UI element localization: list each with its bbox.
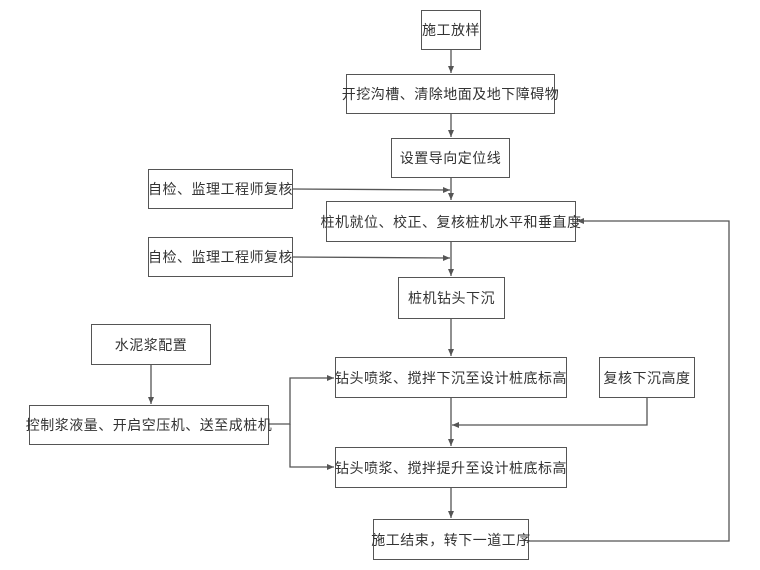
- node-guide-line: 设置导向定位线: [391, 138, 510, 178]
- node-label: 自检、监理工程师复核: [148, 250, 293, 266]
- node-label: 桩机就位、校正、复核桩机水平和垂直度: [320, 214, 582, 231]
- node-label: 控制浆液量、开启空压机、送至成桩机: [25, 418, 273, 434]
- node-label: 桩机钻头下沉: [408, 291, 495, 307]
- edge-recheck-sprayup: [452, 397, 648, 428]
- node-label: 自检、监理工程师复核: [148, 182, 293, 198]
- node-label: 复核下沉高度: [603, 370, 691, 387]
- node-cement-mix: 水泥浆配置: [91, 324, 211, 365]
- node-drill-down: 桩机钻头下沉: [398, 277, 505, 319]
- node-recheck-depth: 复核下沉高度: [599, 357, 695, 398]
- edge-selfcheck1-position: [291, 186, 451, 193]
- node-label: 开挖沟槽、清除地面及地下障碍物: [341, 87, 560, 103]
- node-label: 钻头喷浆、搅拌提升至设计桩底标高: [335, 460, 567, 477]
- edge-finish-loop-position: [528, 218, 730, 542]
- node-position: 桩机就位、校正、复核桩机水平和垂直度: [321, 201, 581, 242]
- node-survey: 施工放样: [421, 10, 481, 50]
- node-label: 施工放样: [422, 23, 480, 39]
- node-spray-down: 钻头喷浆、搅拌下沉至设计桩底标高: [335, 357, 567, 398]
- node-spray-up: 钻头喷浆、搅拌提升至设计桩底标高: [335, 447, 567, 488]
- node-self-check-1: 自检、监理工程师复核: [148, 169, 293, 209]
- node-self-check-2: 自检、监理工程师复核: [148, 237, 293, 277]
- edge-selfcheck2-drill: [291, 254, 451, 261]
- node-label: 施工结束，转下一道工序: [371, 532, 531, 549]
- edge-control-spraydown: [268, 375, 334, 425]
- edge-control-sprayup: [289, 424, 334, 470]
- node-label: 水泥浆配置: [114, 337, 188, 354]
- node-control-slurry: 控制浆液量、开启空压机、送至成桩机: [26, 405, 272, 445]
- node-label: 设置导向定位线: [399, 151, 502, 167]
- node-finish: 施工结束，转下一道工序: [371, 519, 531, 560]
- node-label: 钻头喷浆、搅拌下沉至设计桩底标高: [335, 370, 567, 387]
- node-excavate: 开挖沟槽、清除地面及地下障碍物: [342, 74, 559, 114]
